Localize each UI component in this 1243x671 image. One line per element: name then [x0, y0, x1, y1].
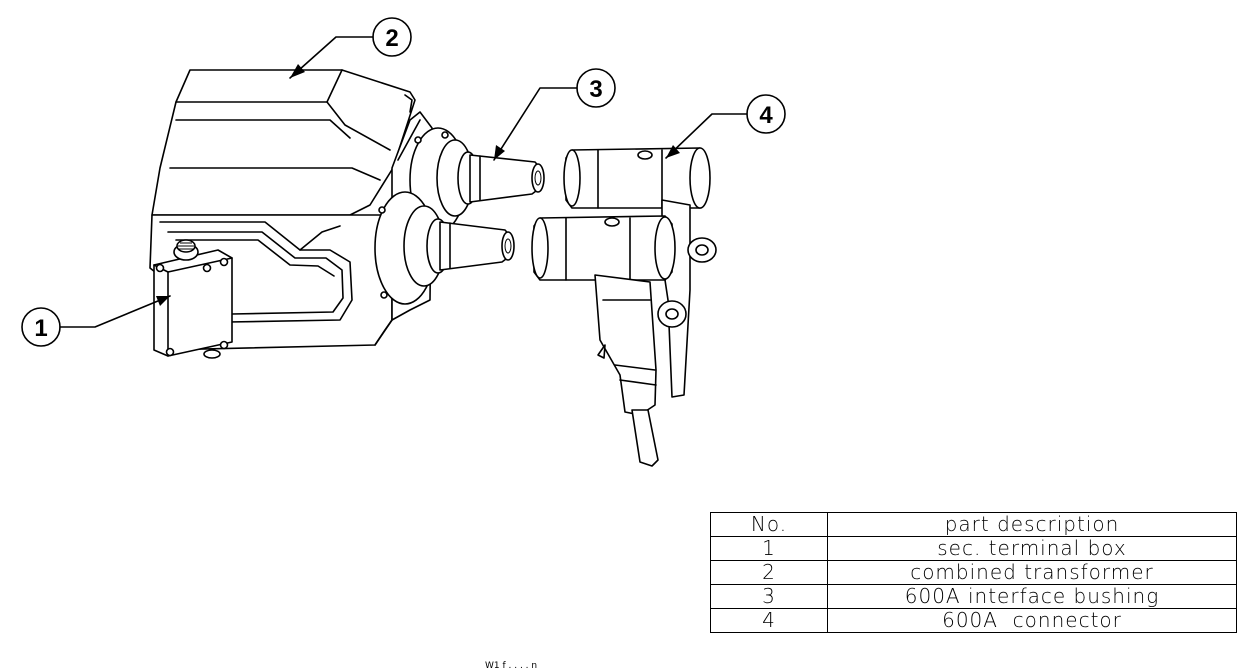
table-row: 2 combined transformer [710, 560, 1237, 585]
row-description: sec. terminal box [827, 536, 1237, 561]
table-row: 1 sec. terminal box [710, 536, 1237, 561]
callout-1-label: 1 [34, 315, 47, 342]
parts-table: No. part description 1 sec. terminal box… [710, 512, 1237, 633]
interface-bushings [374, 127, 545, 305]
callout-4-label: 4 [759, 102, 773, 129]
row-description: 600A interface bushing [827, 584, 1237, 609]
callout-3: 3 [493, 68, 616, 161]
connectors [531, 147, 717, 467]
row-no: 1 [710, 536, 828, 561]
bottom-note: W1 f . . . . n [485, 661, 538, 671]
row-no: 3 [710, 584, 828, 609]
callout-4: 4 [665, 94, 786, 159]
row-no: 4 [710, 608, 828, 633]
table-row: 3 600A interface bushing [710, 584, 1237, 609]
row-description: combined transformer [827, 560, 1237, 585]
callout-2: 2 [289, 17, 412, 79]
row-description: 600A connector [827, 608, 1237, 633]
terminal-box [153, 239, 233, 359]
callout-3-label: 3 [589, 76, 602, 103]
row-no: 2 [710, 560, 828, 585]
header-description: part description [827, 512, 1237, 537]
parts-table-header: No. part description [710, 512, 1237, 537]
header-no: No. [710, 512, 828, 537]
table-row: 4 600A connector [710, 608, 1237, 633]
callout-2-label: 2 [385, 25, 398, 52]
callout-1: 1 [21, 295, 171, 347]
